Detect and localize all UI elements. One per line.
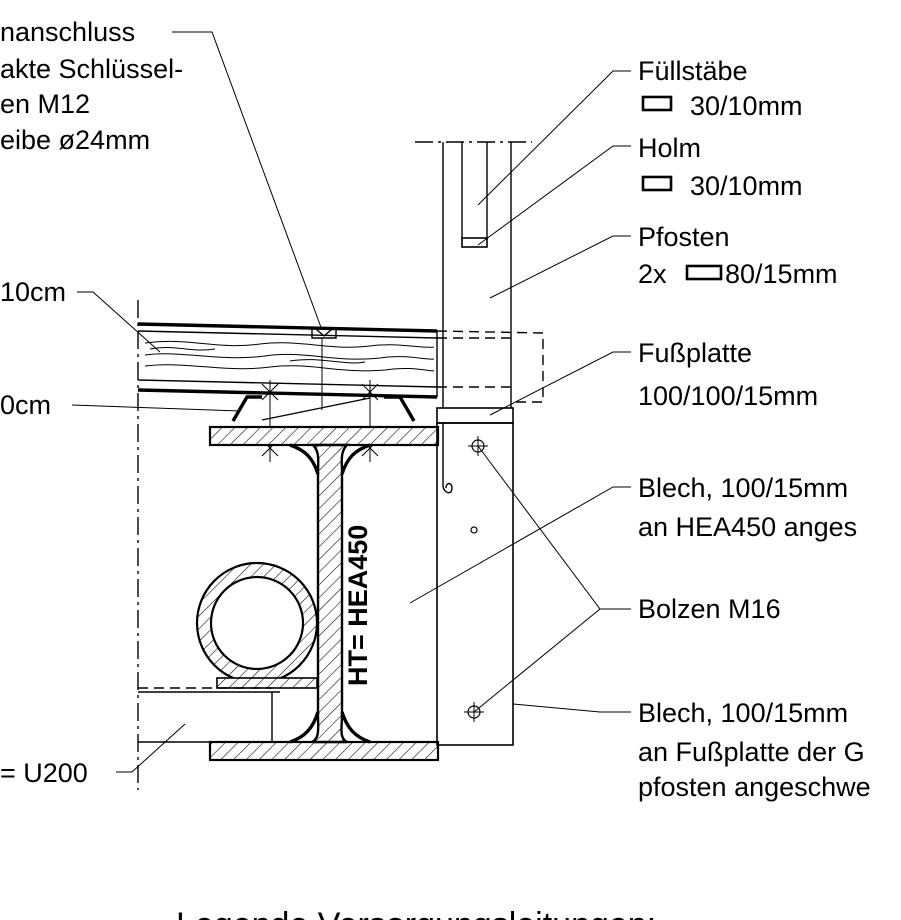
label-blech-1-line2: an HEA450 anges — [638, 512, 857, 542]
label-blech-2-line1: Blech, 100/15mm — [638, 698, 848, 728]
label-bolzen: Bolzen M16 — [638, 594, 781, 624]
label-holm-size: 30/10mm — [690, 171, 803, 201]
label-anschluss-4: eibe ø24mm — [0, 125, 150, 155]
label-anschluss-2: akte Schlüssel- — [0, 54, 183, 84]
label-fussplatte: Fußplatte — [638, 338, 752, 368]
base-plate — [436, 407, 514, 746]
leader-0cm — [71, 404, 241, 412]
label-pfosten: Pfosten — [638, 222, 730, 252]
label-blech-1-line1: Blech, 100/15mm — [638, 473, 848, 503]
label-u200: = U200 — [0, 758, 88, 788]
u200-channel — [116, 687, 280, 773]
label-fussplatte-size: 100/100/15mm — [638, 381, 818, 411]
leader-anschluss — [172, 31, 323, 331]
label-dim-10cm: 10cm — [0, 277, 66, 307]
right-leaders — [409, 70, 631, 713]
label-fuellstaebe-size: 30/10mm — [690, 91, 803, 121]
label-holm: Holm — [638, 133, 701, 163]
profile-symbol-holm — [641, 175, 673, 192]
leader-10cm — [77, 291, 161, 353]
label-fuellstaebe: Füllstäbe — [638, 56, 748, 86]
deck-board — [137, 322, 438, 399]
label-pfosten-size: 80/15mm — [725, 259, 838, 289]
hea450-beam — [208, 425, 440, 762]
label-dim-0cm: 0cm — [0, 390, 51, 420]
profile-symbol-pfosten — [685, 264, 723, 281]
label-beam: HT= HEA450 — [343, 525, 373, 686]
label-pfosten-count: 2x — [638, 259, 667, 289]
profile-symbol-fuellstaebe — [641, 95, 673, 112]
label-anschluss-3: en M12 — [0, 89, 90, 119]
pipe — [195, 561, 319, 689]
railing-post — [415, 141, 544, 410]
label-anschluss-1: nanschluss — [0, 17, 135, 47]
label-blech-2-line2: an Fußplatte der G — [638, 737, 865, 767]
label-blech-2-line3: pfosten angeschwe — [638, 772, 871, 802]
legend-title: Legende Versorgungsleitungen: — [176, 906, 656, 920]
